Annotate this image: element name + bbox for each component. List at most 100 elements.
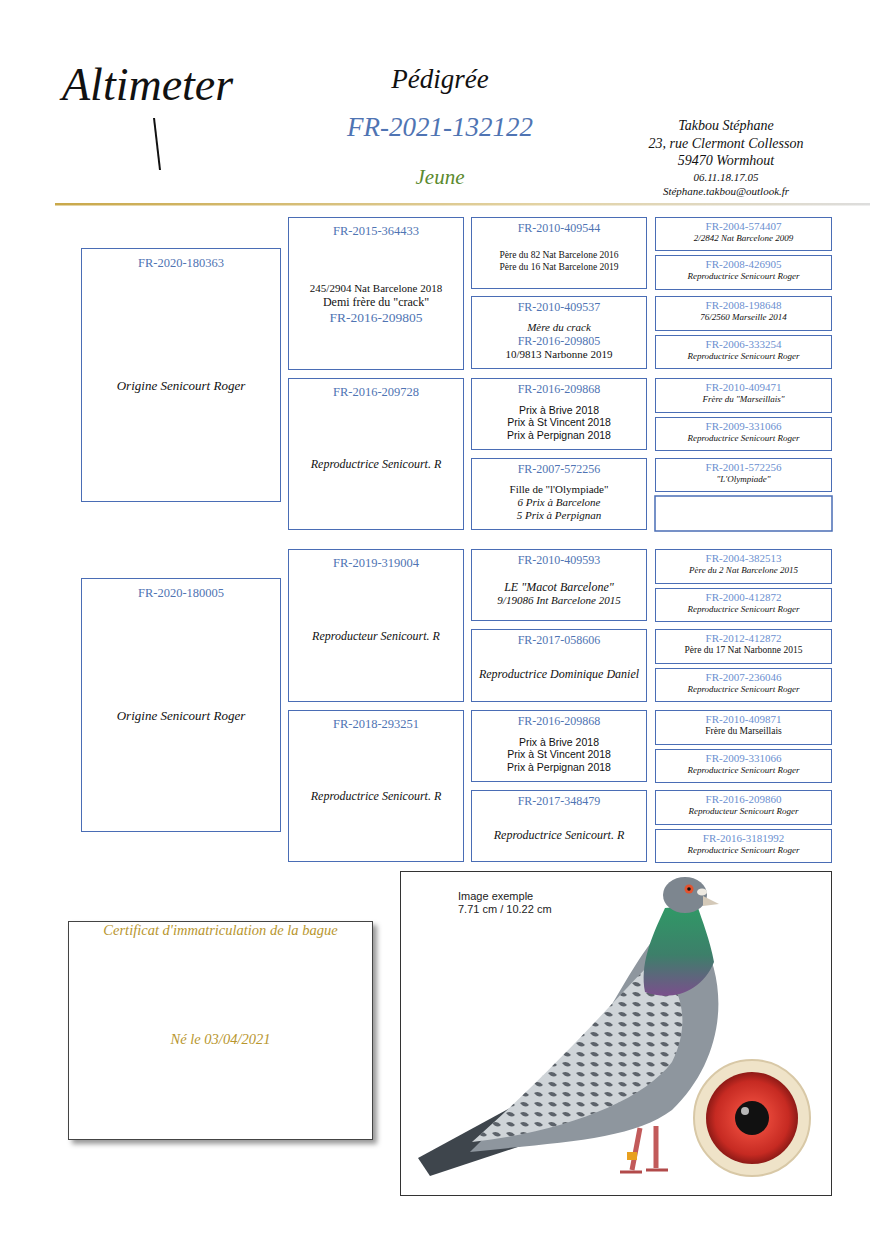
logo-stroke bbox=[154, 118, 160, 170]
note-text: 9/19086 Int Barcelone 2015 bbox=[497, 594, 620, 607]
ring-number: FR-2006-333254 bbox=[706, 338, 782, 351]
leg-ring bbox=[627, 1152, 637, 1160]
box-body: Frère du "Marseillais" bbox=[656, 394, 831, 412]
ring-number: FR-2010-409537 bbox=[518, 300, 601, 314]
photo-frame: Image exemple7.71 cm / 10.22 cm bbox=[400, 871, 832, 1196]
box-body: 245/2904 Nat Barcelone 2018Demi frère du… bbox=[289, 239, 463, 369]
ring-number: FR-2004-574407 bbox=[706, 220, 782, 233]
pedigree-box: FR-2010-409871Frère du Marseillais bbox=[655, 710, 832, 745]
note-text: Prix à Brive 2018 bbox=[519, 736, 599, 749]
eye-cere bbox=[694, 1060, 810, 1176]
pedigree-box: FR-2008-19864876/2560 Marseille 2014 bbox=[655, 296, 832, 331]
pedigree-box: FR-2015-364433245/2904 Nat Barcelone 201… bbox=[288, 217, 464, 370]
note-text: Image exemple bbox=[458, 890, 533, 903]
eye-zoom bbox=[694, 1060, 810, 1176]
pedigree-box: FR-2016-209868Prix à Brive 2018Prix à St… bbox=[471, 378, 647, 450]
pigeon-beak bbox=[703, 896, 719, 906]
note-text: Reproductrice Senicourt. R bbox=[494, 828, 625, 842]
note-text: Reproductrice Senicourt Roger bbox=[687, 845, 799, 855]
ring-number: FR-2007-236046 bbox=[706, 671, 782, 684]
ring-number: FR-2018-293251 bbox=[333, 717, 419, 732]
pedigree-box: FR-2016-209728Reproductrice Senicourt. R bbox=[288, 378, 464, 530]
box-body: Fille de "l'Olympiade"6 Prix à Barcelone… bbox=[472, 476, 646, 529]
note-text: Prix à St Vincent 2018 bbox=[507, 416, 611, 429]
pedigree-box: FR-2016-209868Prix à Brive 2018Prix à St… bbox=[471, 710, 647, 782]
box-body: 76/2560 Marseille 2014 bbox=[656, 312, 831, 330]
ring-number: FR-2010-409593 bbox=[518, 553, 601, 567]
ring-number: FR-2016-209728 bbox=[333, 385, 419, 400]
ring-number: FR-2000-412872 bbox=[706, 591, 782, 604]
note-text: Né le 03/04/2021 bbox=[171, 1031, 271, 1048]
note-text: "L'Olympiade" bbox=[717, 474, 771, 484]
pedigree-box: FR-2018-293251Reproductrice Senicourt. R bbox=[288, 710, 464, 862]
ring-number: FR-2009-331066 bbox=[706, 752, 782, 765]
ring-number: FR-2009-331066 bbox=[706, 420, 782, 433]
pigeon-cere bbox=[697, 889, 707, 896]
header-text: FR-2021-132122 bbox=[290, 112, 590, 143]
pigeon-legs bbox=[632, 1126, 656, 1170]
ring-number: FR-2016-3181992 bbox=[703, 832, 784, 845]
box-body: Reproductrice Senicourt. R bbox=[472, 808, 646, 861]
box-body: Père du 17 Nat Narbonne 2015 bbox=[656, 645, 831, 663]
logo-text: Altimeter bbox=[62, 58, 302, 111]
note-text: Frère du Marseillais bbox=[705, 726, 782, 737]
pedigree-box: FR-2007-572256Fille de "l'Olympiade"6 Pr… bbox=[471, 458, 647, 530]
note-text: Père du 2 Nat Barcelone 2015 bbox=[689, 565, 798, 575]
ring-number: FR-2010-409471 bbox=[706, 381, 782, 394]
note-text: Frère du "Marseillais" bbox=[702, 394, 784, 404]
note-text: Fille de "l'Olympiade" bbox=[510, 483, 609, 496]
note-text: Reproductrice Senicourt Roger bbox=[687, 765, 799, 775]
box-body: Père du 2 Nat Barcelone 2015 bbox=[656, 565, 831, 583]
note-text: 76/2560 Marseille 2014 bbox=[700, 312, 787, 322]
ring-number: FR-2012-412872 bbox=[706, 632, 782, 645]
pedigree-box: FR-2016-209860Reproducteur Senicourt Rog… bbox=[655, 790, 832, 825]
box-body: Reproductrice Senicourt Roger bbox=[656, 684, 831, 701]
ring-number: FR-2017-348479 bbox=[518, 794, 601, 808]
ring-number: FR-2020-180005 bbox=[138, 586, 224, 601]
note-text: Prix à St Vincent 2018 bbox=[507, 748, 611, 761]
box-body: Reproductrice Senicourt Roger bbox=[656, 845, 831, 862]
rule-line bbox=[55, 203, 870, 206]
note-text: Père du 17 Nat Narbonne 2015 bbox=[685, 645, 803, 656]
pigeon-head bbox=[663, 877, 707, 913]
logo-strokes bbox=[154, 118, 160, 170]
ring-number: FR-2008-426905 bbox=[706, 258, 782, 271]
pedigree-box: FR-2009-331066Reproductrice Senicourt Ro… bbox=[655, 417, 832, 451]
box-body: Prix à Brive 2018Prix à St Vincent 2018P… bbox=[472, 728, 646, 781]
note-text: Mère du crack bbox=[527, 321, 591, 334]
certificate-box: Certificat d'immatriculation de la bague… bbox=[68, 921, 373, 1140]
pedigree-box: FR-2006-333254Reproductrice Senicourt Ro… bbox=[655, 335, 832, 369]
header-text: Stéphane.takbou@outlook.fr bbox=[600, 185, 852, 197]
note-text: 2/2842 Nat Barcelone 2009 bbox=[694, 233, 793, 243]
ring-number: FR-2017-058606 bbox=[518, 633, 601, 647]
ring-number: FR-2020-180363 bbox=[138, 256, 224, 271]
header-text: 23, rue Clermont Collesson bbox=[600, 136, 852, 152]
box-body: Né le 03/04/2021 bbox=[69, 939, 372, 1139]
note-text: Père du 82 Nat Barcelone 2016 bbox=[500, 250, 619, 261]
note-text: FR-2016-209805 bbox=[518, 334, 601, 348]
header-text: Jeune bbox=[340, 165, 540, 190]
box-body: Reproductrice Senicourt. R bbox=[289, 400, 463, 529]
pedigree-box: FR-2020-180005Origine Senicourt Roger bbox=[81, 578, 281, 832]
note-text: Origine Senicourt Roger bbox=[117, 708, 246, 724]
note-text: Origine Senicourt Roger bbox=[117, 378, 246, 394]
ring-number: FR-2015-364433 bbox=[333, 224, 419, 239]
note-text: Père du 16 Nat Barcelone 2019 bbox=[500, 262, 619, 273]
pedigree-box: FR-2010-409544Père du 82 Nat Barcelone 2… bbox=[471, 217, 647, 289]
box-body: Reproducteur Senicourt Roger bbox=[656, 806, 831, 824]
pedigree-box: FR-2020-180363Origine Senicourt Roger bbox=[81, 248, 281, 502]
pigeon-illustration bbox=[418, 877, 719, 1176]
pedigree-box: FR-2010-409471Frère du "Marseillais" bbox=[655, 378, 832, 413]
note-text: Demi frère du "crack" bbox=[323, 295, 429, 309]
box-body: Reproductrice Senicourt. R bbox=[289, 732, 463, 861]
note-text: LE "Macot Barcelone" bbox=[504, 580, 614, 594]
box-body: Origine Senicourt Roger bbox=[82, 601, 280, 831]
note-text: Reproductrice Senicourt. R bbox=[311, 789, 442, 803]
note-text: FR-2016-209805 bbox=[329, 310, 422, 326]
note-text: 245/2904 Nat Barcelone 2018 bbox=[310, 282, 442, 295]
box-body: Reproductrice Senicourt Roger bbox=[656, 271, 831, 289]
eye-highlight bbox=[741, 1107, 749, 1115]
pedigree-box: FR-2012-412872Père du 17 Nat Narbonne 20… bbox=[655, 629, 832, 664]
header-text: 06.11.18.17.05 bbox=[600, 171, 852, 183]
